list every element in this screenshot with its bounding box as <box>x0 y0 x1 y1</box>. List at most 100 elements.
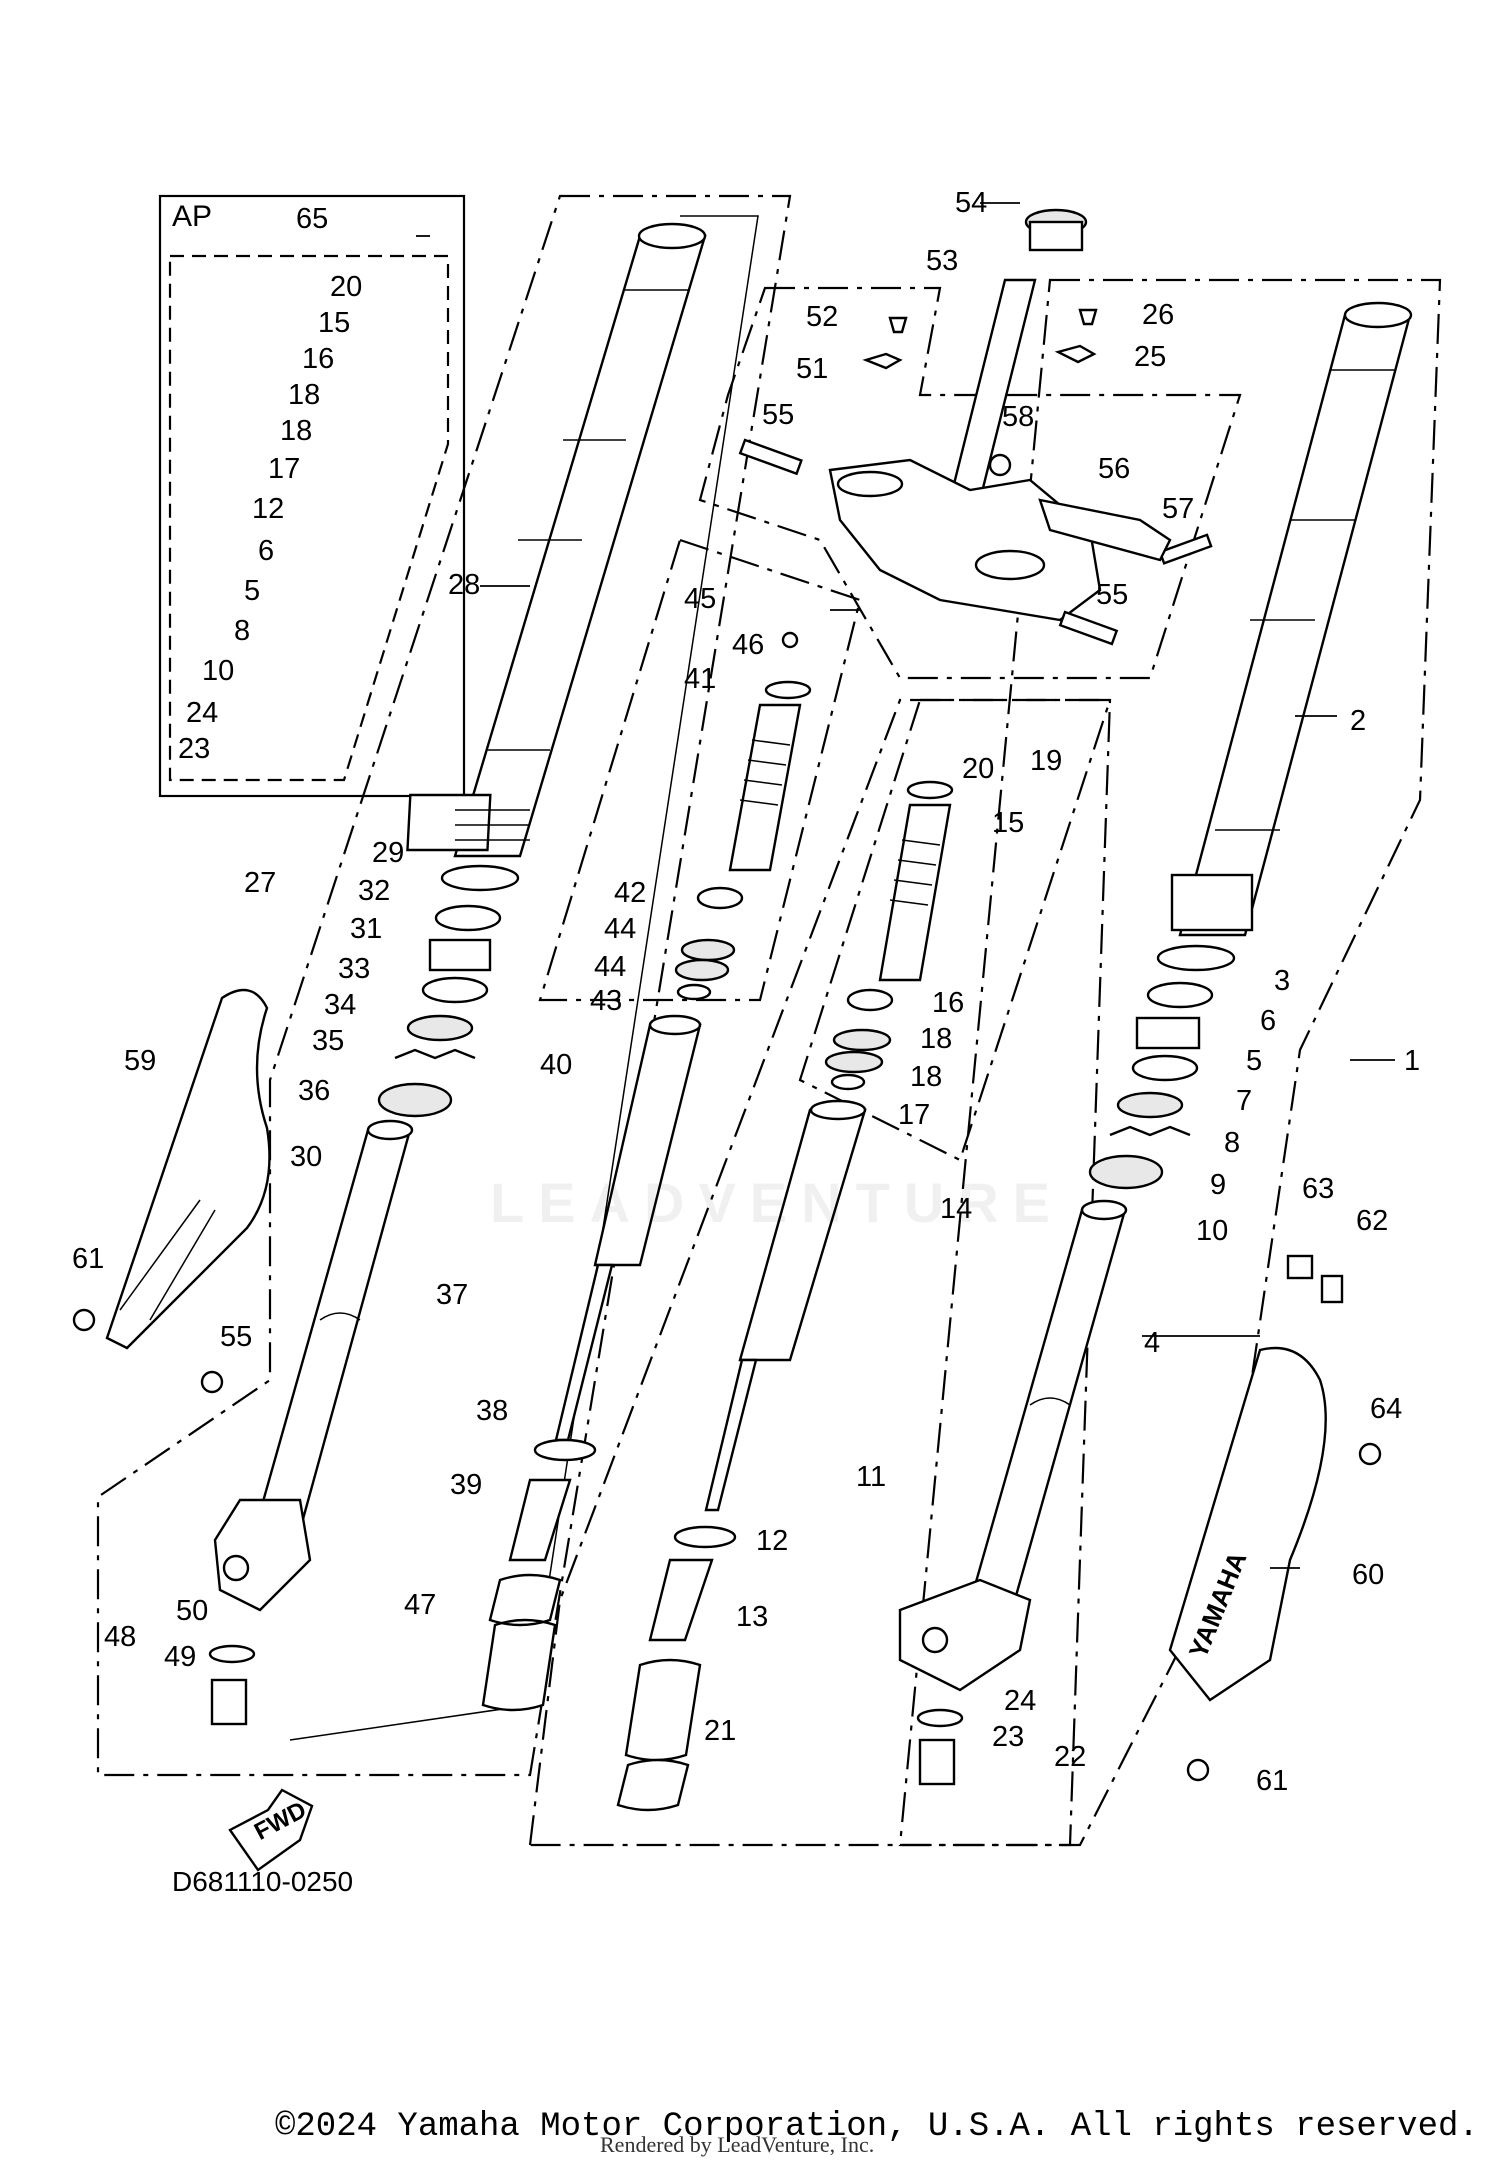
callout-41: 41 <box>684 663 716 695</box>
callout-24: 24 <box>186 697 218 729</box>
callout-62: 62 <box>1356 1205 1388 1237</box>
left-seal-stack <box>377 864 520 1118</box>
callout-24: 24 <box>1004 1685 1036 1717</box>
callout-12: 12 <box>252 493 284 525</box>
callout-43: 43 <box>590 985 622 1017</box>
callout-30: 30 <box>290 1141 322 1173</box>
outer-tube-2 <box>1170 301 1413 937</box>
rendered-by-notice: Rendered by LeadVenture, Inc. <box>600 2132 875 2157</box>
callout-10: 10 <box>202 655 234 687</box>
callout-34: 34 <box>324 989 356 1021</box>
callout-65: 65 <box>296 203 328 235</box>
callout-58: 58 <box>1002 401 1034 433</box>
left-fork-outline <box>96 194 792 1777</box>
callout-40: 40 <box>540 1049 572 1081</box>
callout-39: 39 <box>450 1469 482 1501</box>
watermark: LEADVENTURE <box>490 1171 1065 1234</box>
cartridge-14 <box>824 780 954 1091</box>
callout-16: 16 <box>302 343 334 375</box>
right-seal-stack <box>1088 944 1236 1190</box>
cartridge-14-outline <box>798 698 1112 1162</box>
callout-53: 53 <box>926 245 958 277</box>
callout-52: 52 <box>806 301 838 333</box>
callout-13: 13 <box>736 1601 768 1633</box>
callout-8: 8 <box>1224 1127 1240 1159</box>
callout-42: 42 <box>614 877 646 909</box>
callout-23: 23 <box>178 733 210 765</box>
callout-63: 63 <box>1302 1173 1334 1205</box>
steering-stem <box>738 208 1213 646</box>
ap-kit-label: AP <box>172 200 213 233</box>
callout-numbers: 6520151618181712658102423545352515526255… <box>72 187 1420 1797</box>
callout-18: 18 <box>280 415 312 447</box>
callout-32: 32 <box>358 875 390 907</box>
cartridge-40 <box>674 680 812 1001</box>
callout-48: 48 <box>104 1621 136 1653</box>
callout-1: 1 <box>1404 1045 1420 1077</box>
inner-tube-30 <box>213 1119 414 1612</box>
callout-38: 38 <box>476 1395 508 1427</box>
callout-11: 11 <box>856 1461 886 1493</box>
callout-54: 54 <box>955 187 987 219</box>
callout-2: 2 <box>1350 705 1366 737</box>
callout-50: 50 <box>176 1595 208 1627</box>
callout-44: 44 <box>604 913 636 945</box>
callout-18: 18 <box>910 1061 942 1093</box>
callout-55: 55 <box>762 399 794 431</box>
callout-37: 37 <box>436 1279 468 1311</box>
fork-guard-59 <box>105 988 271 1350</box>
callout-20: 20 <box>330 271 362 303</box>
copyright-notice: ©2024 Yamaha Motor Corporation, U.S.A. A… <box>275 2108 1479 2146</box>
inner-tube-4 <box>898 1199 1128 1692</box>
callout-46: 46 <box>732 629 764 661</box>
callout-15: 15 <box>318 307 350 339</box>
callout-21: 21 <box>704 1715 736 1747</box>
callout-26: 26 <box>1142 299 1174 331</box>
callout-10: 10 <box>1196 1215 1228 1247</box>
callout-19: 19 <box>1030 745 1062 777</box>
callout-23: 23 <box>992 1721 1024 1753</box>
callout-20: 20 <box>962 753 994 785</box>
bottom-bolts <box>72 1308 1382 1786</box>
callout-35: 35 <box>312 1025 344 1057</box>
callout-9: 9 <box>1210 1169 1226 1201</box>
center-outline <box>528 698 1112 1847</box>
damper-rod-11 <box>616 1099 867 1812</box>
fwd-arrow <box>228 1788 314 1872</box>
outer-tube-outline <box>289 215 759 1741</box>
callout-18: 18 <box>288 379 320 411</box>
callout-47: 47 <box>404 1589 436 1621</box>
callout-31: 31 <box>350 913 382 945</box>
callout-17: 17 <box>268 453 300 485</box>
callout-6: 6 <box>1260 1005 1276 1037</box>
callout-25: 25 <box>1134 341 1166 373</box>
ap-kit-box <box>158 194 466 798</box>
callout-15: 15 <box>992 807 1024 839</box>
ap-kit-inner-outline <box>168 254 450 782</box>
callout-55: 55 <box>220 1321 252 1353</box>
callout-27: 27 <box>244 867 276 899</box>
callout-5: 5 <box>244 575 260 607</box>
callout-8: 8 <box>234 615 250 647</box>
callout-22: 22 <box>1054 1741 1086 1773</box>
damper-rod-37 <box>481 1014 702 1712</box>
callout-16: 16 <box>932 987 964 1019</box>
callout-7: 7 <box>1236 1085 1252 1117</box>
callout-44: 44 <box>594 951 626 983</box>
outer-tube-28 <box>406 222 707 858</box>
fork-guard-60: YAMAHA <box>1168 1254 1344 1702</box>
right-fork-outline <box>898 278 1442 1847</box>
callout-5: 5 <box>1246 1045 1262 1077</box>
callout-14: 14 <box>940 1193 972 1225</box>
callout-6: 6 <box>258 535 274 567</box>
callout-51: 51 <box>796 353 828 385</box>
callout-18: 18 <box>920 1023 952 1055</box>
group-outlines <box>96 194 1442 1847</box>
callout-56: 56 <box>1098 453 1130 485</box>
callout-57: 57 <box>1162 493 1194 525</box>
cartridge-40-outline <box>538 538 862 1002</box>
callout-61: 61 <box>72 1243 104 1275</box>
callout-55: 55 <box>1096 579 1128 611</box>
callout-64: 64 <box>1370 1393 1402 1425</box>
